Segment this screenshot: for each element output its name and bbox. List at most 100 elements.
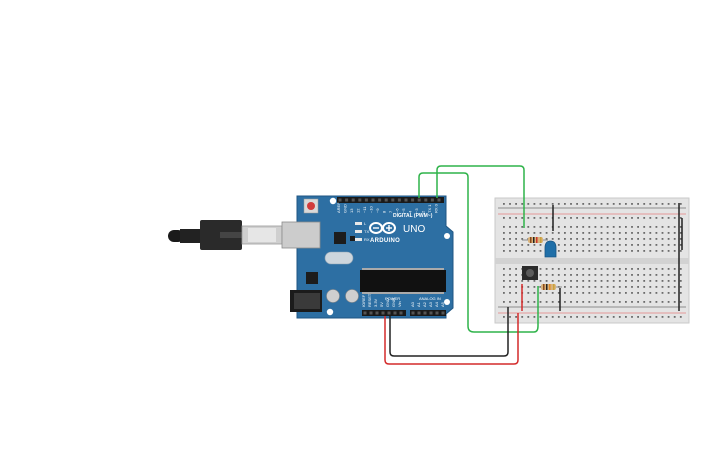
hole[interactable] — [509, 274, 511, 276]
hole[interactable] — [679, 280, 682, 282]
wire-green-button[interactable] — [418, 172, 539, 333]
hole[interactable] — [649, 238, 652, 240]
hole[interactable] — [539, 203, 542, 205]
hole[interactable] — [503, 301, 505, 303]
hole[interactable] — [618, 301, 621, 303]
hole[interactable] — [667, 250, 670, 252]
hole[interactable] — [600, 274, 603, 276]
hole[interactable] — [557, 280, 560, 282]
hole[interactable] — [588, 244, 591, 246]
hole[interactable] — [667, 217, 670, 219]
hole[interactable] — [637, 301, 639, 303]
hole[interactable] — [612, 238, 615, 240]
hole[interactable] — [631, 217, 633, 219]
hole[interactable] — [667, 244, 670, 246]
hole[interactable] — [594, 203, 597, 205]
hole[interactable] — [673, 286, 676, 288]
hole[interactable] — [673, 232, 676, 234]
hole[interactable] — [679, 203, 682, 205]
header-pin[interactable] — [338, 198, 342, 202]
hole[interactable] — [655, 244, 658, 246]
hole[interactable] — [679, 268, 682, 270]
header-pin[interactable] — [363, 311, 367, 315]
header-pin[interactable] — [417, 311, 421, 315]
hole[interactable] — [643, 226, 646, 228]
hole[interactable] — [582, 280, 585, 282]
hole[interactable] — [661, 226, 664, 228]
hole[interactable] — [515, 301, 517, 303]
header-pin[interactable] — [364, 198, 368, 202]
hole[interactable] — [649, 286, 652, 288]
header-pin[interactable] — [429, 311, 433, 315]
hole[interactable] — [539, 280, 542, 282]
hole[interactable] — [631, 268, 633, 270]
hole[interactable] — [625, 244, 627, 246]
hole[interactable] — [515, 217, 517, 219]
hole[interactable] — [521, 203, 524, 205]
hole[interactable] — [661, 217, 664, 219]
hole[interactable] — [509, 316, 511, 318]
header-pin[interactable] — [437, 198, 441, 202]
hole[interactable] — [594, 244, 597, 246]
hole[interactable] — [625, 274, 627, 276]
hole[interactable] — [576, 268, 578, 270]
hole[interactable] — [545, 280, 548, 282]
hole[interactable] — [643, 280, 646, 282]
hole[interactable] — [539, 316, 542, 318]
hole[interactable] — [509, 286, 511, 288]
hole[interactable] — [667, 286, 670, 288]
hole[interactable] — [527, 226, 530, 228]
hole[interactable] — [594, 274, 597, 276]
usb-cable-icon[interactable] — [168, 220, 283, 250]
hole[interactable] — [655, 268, 658, 270]
hole[interactable] — [503, 232, 505, 234]
hole[interactable] — [521, 226, 524, 228]
hole[interactable] — [503, 217, 505, 219]
hole[interactable] — [570, 316, 572, 318]
hole[interactable] — [564, 268, 566, 270]
hole[interactable] — [515, 286, 517, 288]
hole[interactable] — [655, 226, 658, 228]
hole[interactable] — [588, 292, 591, 294]
hole[interactable] — [594, 301, 597, 303]
hole[interactable] — [661, 203, 664, 205]
hole[interactable] — [539, 217, 542, 219]
hole[interactable] — [600, 316, 603, 318]
hole[interactable] — [515, 226, 517, 228]
hole[interactable] — [557, 250, 560, 252]
hole[interactable] — [655, 203, 658, 205]
hole[interactable] — [503, 268, 505, 270]
hole[interactable] — [661, 316, 664, 318]
hole[interactable] — [673, 316, 676, 318]
hole[interactable] — [673, 280, 676, 282]
hole[interactable] — [588, 226, 591, 228]
hole[interactable] — [612, 217, 615, 219]
hole[interactable] — [631, 280, 633, 282]
hole[interactable] — [564, 217, 566, 219]
hole[interactable] — [582, 217, 585, 219]
hole[interactable] — [655, 274, 658, 276]
hole[interactable] — [503, 250, 505, 252]
header-pin[interactable] — [369, 311, 373, 315]
hole[interactable] — [564, 244, 566, 246]
hole[interactable] — [637, 268, 639, 270]
hole[interactable] — [533, 286, 536, 288]
hole[interactable] — [625, 286, 627, 288]
hole[interactable] — [533, 226, 536, 228]
hole[interactable] — [625, 292, 627, 294]
hole[interactable] — [667, 316, 670, 318]
hole[interactable] — [631, 203, 633, 205]
hole[interactable] — [606, 238, 609, 240]
hole[interactable] — [679, 217, 682, 219]
hole[interactable] — [509, 238, 511, 240]
hole[interactable] — [625, 301, 627, 303]
hole[interactable] — [637, 217, 639, 219]
hole[interactable] — [527, 292, 530, 294]
hole[interactable] — [649, 217, 652, 219]
hole[interactable] — [606, 244, 609, 246]
header-pin[interactable] — [345, 198, 349, 202]
hole[interactable] — [655, 316, 658, 318]
hole[interactable] — [600, 280, 603, 282]
hole[interactable] — [631, 250, 633, 252]
